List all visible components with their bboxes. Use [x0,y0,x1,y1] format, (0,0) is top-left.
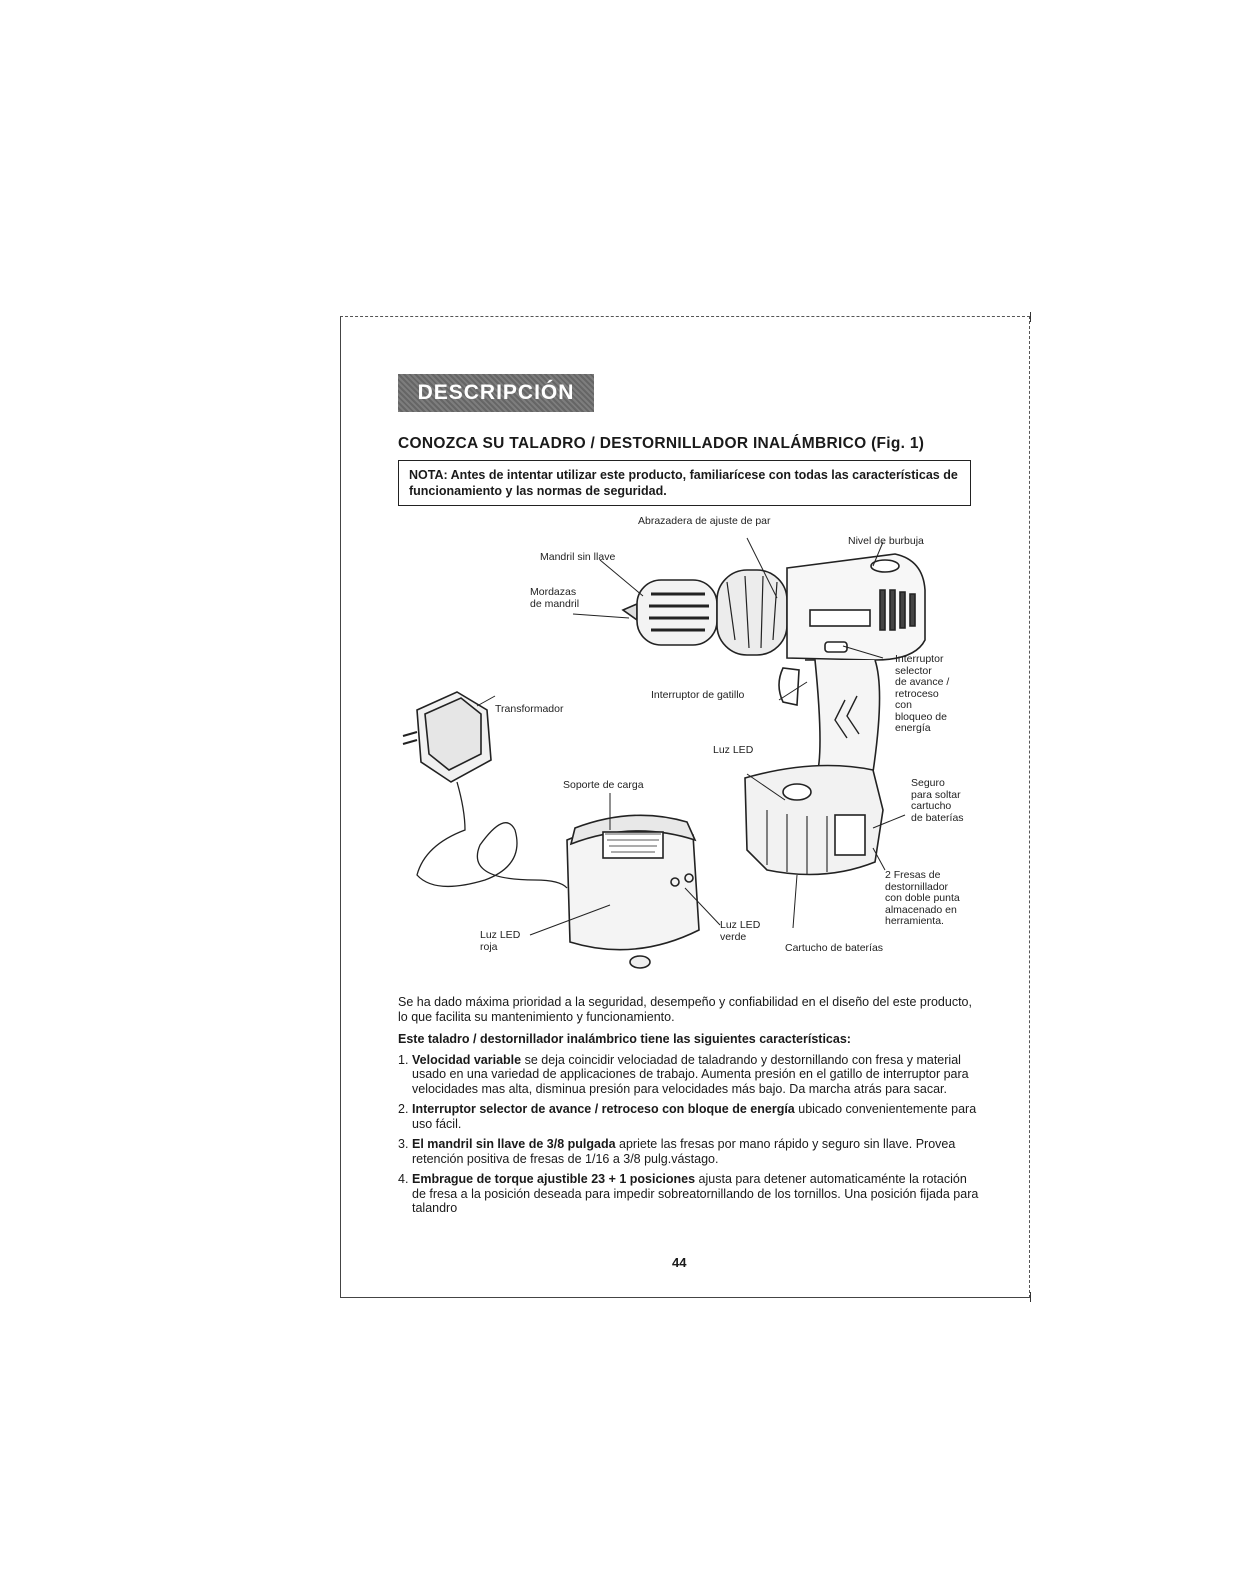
label-chuck-jaws: Mordazas de mandril [530,586,580,610]
feature-number: 4. [398,1172,409,1186]
label-green-led: Luz LED verde [720,919,761,943]
feature-item: 2. Interruptor selector de avance / retr… [398,1102,983,1131]
drill-diagram [402,537,926,969]
feature-title: El mandril sin llave de 3/8 pulgada [412,1137,616,1151]
label-led-light-drill: Luz LED [713,744,754,756]
intro-paragraph: Se ha dado máxima prioridad a la segurid… [398,995,972,1024]
label-keyless-chuck: Mandril sin llave [540,551,616,563]
label-torque-collar: Abrazadera de ajuste de par [638,515,771,527]
label-red-led: Luz LED roja [480,929,521,953]
feature-text: apriete las fresas por mano rápido y seg… [412,1137,956,1166]
feature-number: 1. [398,1052,409,1067]
feature-title: Interruptor selector de avance / retroce… [412,1102,795,1116]
page-number: 44 [672,1255,687,1270]
label-battery-release: Seguro para soltar cartucho de baterías [911,777,964,824]
features-lead: Este taladro / destornillador inalámbric… [398,1032,851,1046]
feature-title: Velocidad variable [412,1052,522,1067]
drill-illustration [621,553,926,876]
callout-leaders [476,537,906,936]
label-bubble-level: Nivel de burbuja [848,535,924,547]
crop-mark [1030,312,1031,322]
feature-title: Embrague de torque ajustible 23 + 1 posi… [412,1172,696,1186]
feature-number: 3. [398,1137,409,1151]
feature-item: 1. Velocidad variable se deja coincidir … [398,1053,983,1097]
feature-text: se deja coincidir velociadad de taladran… [412,1052,969,1096]
charger-illustration [566,814,700,969]
label-trigger-switch: Interruptor de gatillo [651,689,745,701]
page-frame [340,316,1030,1298]
section-banner: DESCRIPCIÓN [398,374,594,412]
label-charging-stand: Soporte de carga [563,779,644,791]
feature-text: ubicado convenientemente para uso fácil. [412,1102,977,1131]
section-heading: CONOZCA SU TALADRO / DESTORNILLADOR INAL… [398,435,925,452]
transformer-illustration [402,691,568,889]
label-battery-pack: Cartucho de baterías [785,942,884,954]
drill-diagram-figure: Abrazadera de ajuste de par Nivel de bur… [395,510,995,980]
label-transformer: Transformador [495,703,564,715]
feature-item: 3. El mandril sin llave de 3/8 pulgada a… [398,1137,983,1166]
crop-mark [1030,1292,1031,1302]
safety-note: NOTA: Antes de intentar utilizar este pr… [398,460,971,506]
feature-item: 4. Embrague de torque ajustible 23 + 1 p… [398,1172,983,1216]
feature-text: ajusta para detener automaticaménte la r… [412,1172,979,1215]
label-direction-switch: Interruptor selector de avance / retroce… [895,653,950,734]
body-text: Se ha dado máxima prioridad a la segurid… [398,995,983,1222]
feature-number: 2. [398,1102,409,1116]
label-screwdriver-bits: 2 Fresas de destornillador con doble pun… [885,869,960,927]
